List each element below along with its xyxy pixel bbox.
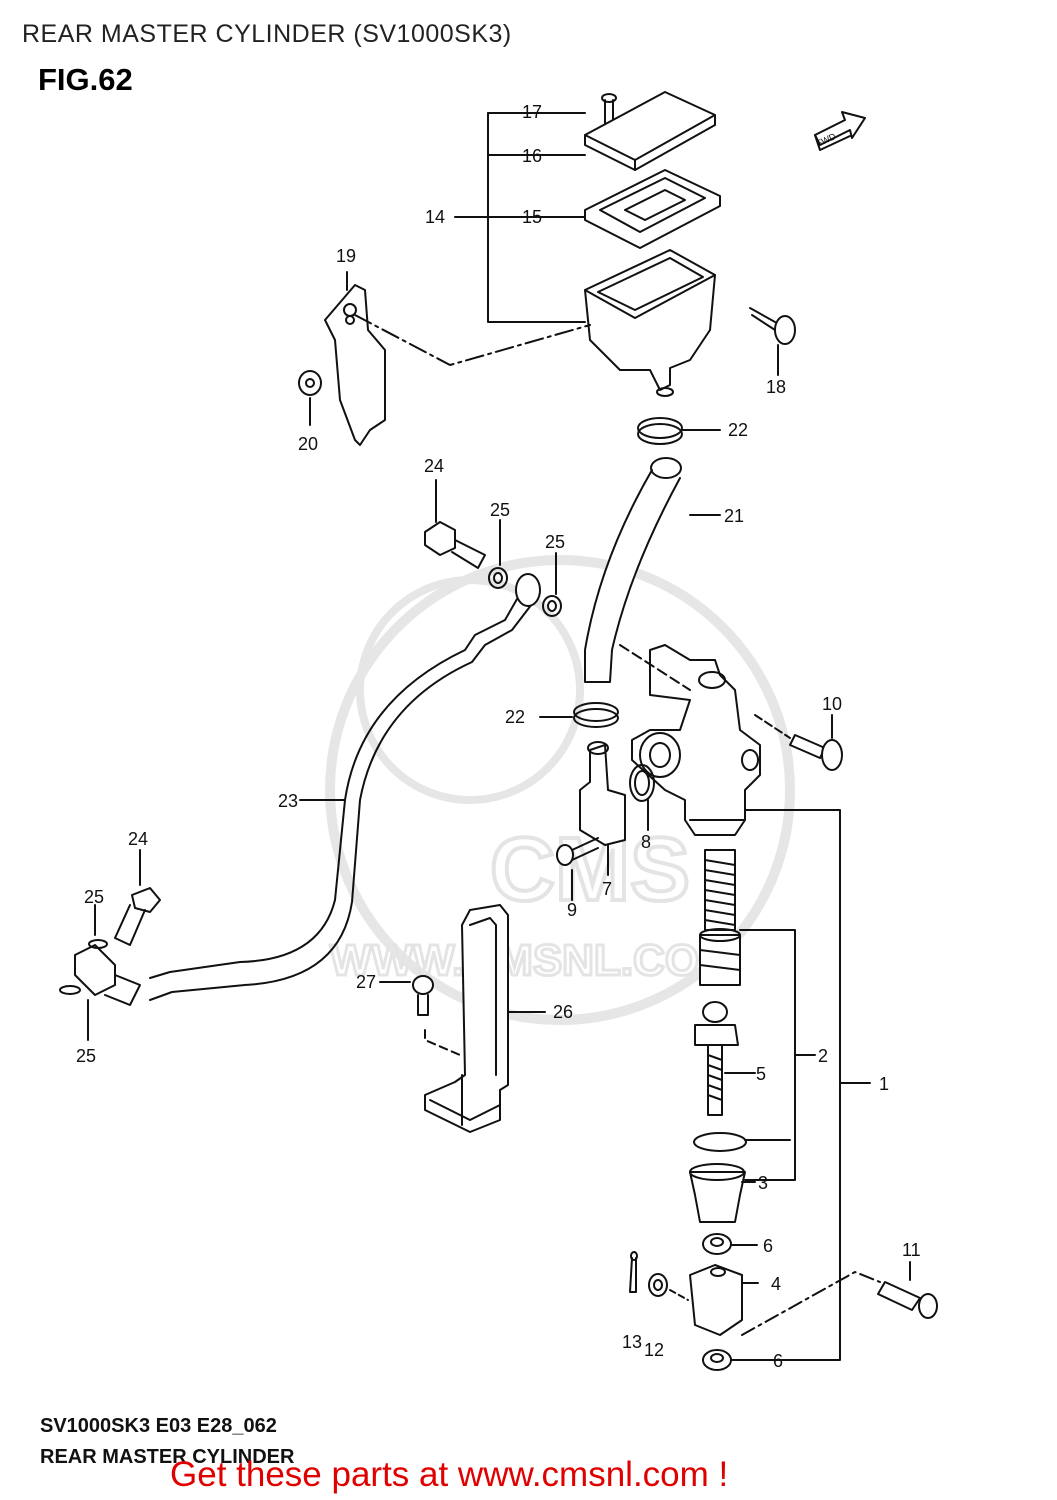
label-25-mid: 25 bbox=[545, 532, 565, 552]
part-2-spring bbox=[704, 849, 736, 931]
figure-number: FIG.62 bbox=[38, 62, 133, 97]
part-11-clevis-pin bbox=[877, 1261, 938, 1319]
label-22-upper: 22 bbox=[728, 420, 748, 440]
label-23: 23 bbox=[278, 791, 298, 811]
page-title: REAR MASTER CYLINDER (SV1000SK3) bbox=[22, 20, 512, 48]
label-11: 11 bbox=[902, 1240, 921, 1260]
part-12-washer bbox=[648, 1273, 668, 1297]
part-19-bracket bbox=[324, 271, 386, 446]
label-20: 20 bbox=[298, 434, 318, 454]
part-26-hose-guard bbox=[424, 904, 546, 1133]
part-2-piston bbox=[699, 928, 741, 986]
label-3: 3 bbox=[758, 1173, 768, 1193]
model-code: SV1000SK3 E03 E28_062 bbox=[40, 1415, 277, 1437]
label-25-lower: 25 bbox=[76, 1046, 96, 1066]
part-5-push-rod bbox=[694, 1001, 756, 1116]
label-15: 15 bbox=[522, 207, 542, 227]
label-2: 2 bbox=[818, 1046, 828, 1066]
diagram-caption: REAR MASTER CYLINDER bbox=[40, 1446, 295, 1468]
label-24-lower: 24 bbox=[128, 829, 148, 849]
part-22-clamp-upper bbox=[637, 417, 721, 445]
bracket-1 bbox=[744, 809, 841, 1361]
label-16: 16 bbox=[522, 146, 542, 166]
label-26: 26 bbox=[553, 1002, 573, 1022]
label-17: 17 bbox=[522, 102, 542, 122]
part-6-nut-upper bbox=[702, 1233, 758, 1255]
part-13-cotter-pin bbox=[629, 1251, 638, 1293]
part-3-boot bbox=[689, 1163, 756, 1223]
promo-link[interactable]: Get these parts at www.cmsnl.com ! bbox=[170, 1455, 729, 1494]
label-1: 1 bbox=[879, 1074, 889, 1094]
part-25-washer-mid bbox=[542, 552, 562, 617]
part-18-bolt bbox=[749, 307, 796, 376]
label-13: 13 bbox=[622, 1332, 642, 1352]
label-25-upper: 25 bbox=[490, 500, 510, 520]
label-12: 12 bbox=[644, 1340, 664, 1360]
part-25-washer-upper bbox=[488, 519, 508, 589]
part-6-nut-lower bbox=[702, 1349, 758, 1371]
part-15-diaphragm bbox=[584, 169, 721, 249]
label-19: 19 bbox=[336, 246, 356, 266]
label-9: 9 bbox=[567, 900, 577, 920]
label-10: 10 bbox=[822, 694, 842, 714]
part-20-nut bbox=[298, 370, 322, 426]
label-25-lower-left: 25 bbox=[84, 887, 104, 907]
part-21-hose bbox=[584, 457, 721, 683]
label-7: 7 bbox=[602, 879, 612, 899]
part-9-screw bbox=[556, 837, 599, 901]
part-23-brake-hose bbox=[149, 573, 541, 1001]
label-5: 5 bbox=[756, 1064, 766, 1084]
label-6-upper: 6 bbox=[763, 1236, 773, 1256]
label-6-lower: 6 bbox=[773, 1351, 783, 1371]
part-27-bolt bbox=[379, 975, 434, 1016]
label-14: 14 bbox=[425, 207, 445, 227]
label-27: 27 bbox=[356, 972, 376, 992]
fwd-arrow-icon bbox=[814, 111, 866, 151]
part-7-fitting bbox=[579, 741, 626, 876]
label-21: 21 bbox=[724, 506, 744, 526]
bracket-14 bbox=[487, 112, 586, 323]
watermark-url: WWW.CMSNL.COM bbox=[330, 936, 736, 985]
part-24-banjo-bolt-upper bbox=[424, 479, 486, 569]
part-8-o-ring bbox=[629, 764, 655, 831]
label-18: 18 bbox=[766, 377, 786, 397]
part-4-clevis bbox=[689, 1264, 759, 1336]
label-24-upper: 24 bbox=[424, 456, 444, 476]
part-10-bolt bbox=[789, 714, 843, 771]
label-4: 4 bbox=[771, 1274, 781, 1294]
part-1-master-cylinder-body bbox=[631, 644, 761, 836]
part-16-cap bbox=[584, 91, 716, 171]
bracket-2 bbox=[739, 929, 796, 1181]
label-22-lower: 22 bbox=[505, 707, 525, 727]
label-8: 8 bbox=[641, 832, 651, 852]
part-25-banjo-lower bbox=[59, 904, 141, 1041]
part-2-circlip bbox=[693, 1132, 791, 1152]
part-22-clamp-lower bbox=[539, 702, 619, 728]
part-14-reservoir bbox=[584, 249, 716, 397]
part-24-banjo-bolt-lower bbox=[114, 849, 161, 946]
